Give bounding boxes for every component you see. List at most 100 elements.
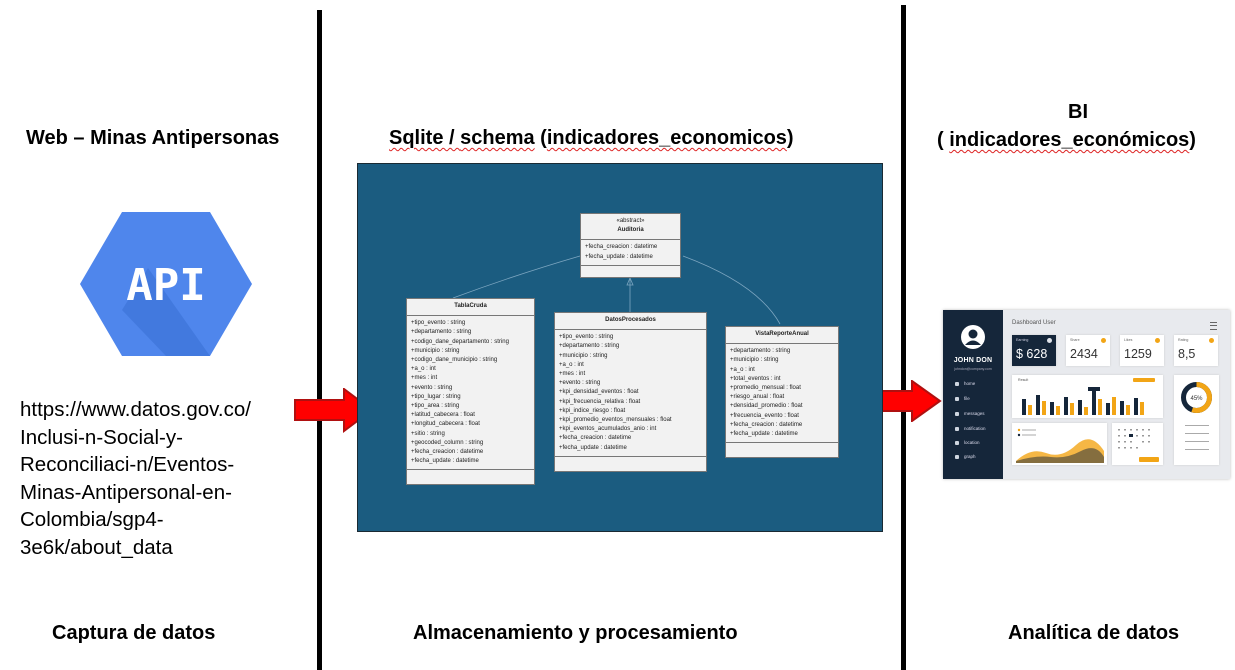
- uml-attribute: +tipo_evento : string: [411, 320, 466, 327]
- bi-dashboard-preview: JOHN DON johndon@company.com home file m…: [943, 310, 1230, 479]
- uml-attribute: +densidad_promedio : float: [730, 403, 803, 410]
- uml-attribute: +fecha_creacion : datetime: [559, 435, 632, 442]
- middle-column-footer: Almacenamiento y procesamiento: [413, 622, 738, 644]
- uml-class-header: «abstract» Auditoria: [581, 214, 680, 241]
- uml-attribute: +kpi_eventos_acumulados_anio : int: [559, 426, 657, 433]
- uml-attribute: +departamento : string: [559, 343, 620, 350]
- uml-attribute: +tipo_lugar : string: [411, 393, 461, 400]
- right-column-title-line1: BI: [1068, 101, 1088, 123]
- uml-operations: [726, 443, 838, 450]
- uml-attribute: +riesgo_anual : float: [730, 394, 785, 401]
- url-line: 3e6k/about_data: [20, 535, 173, 559]
- uml-attribute: +fecha_update : datetime: [585, 253, 653, 260]
- stat-card-value: 8,5: [1178, 347, 1196, 361]
- uml-attribute: +mes : int: [559, 371, 586, 378]
- stat-card-label: Rating: [1178, 338, 1189, 342]
- url-line: Colombia/sgp4-: [20, 508, 164, 531]
- stat-card-label: Likes: [1124, 338, 1133, 342]
- uml-attribute: +departamento : string: [411, 329, 472, 336]
- calendar-action-button[interactable]: [1139, 457, 1159, 462]
- url-line: Reconciliaci-n/Eventos-: [20, 453, 235, 476]
- pie-chart-icon: [955, 454, 959, 459]
- uml-attribute: +frecuencia_evento : float: [730, 412, 799, 419]
- uml-class-name: VistaReporteAnual: [755, 331, 809, 337]
- stat-card-rating: Rating 8,5: [1174, 335, 1218, 366]
- sidebar-item-location[interactable]: location: [955, 440, 980, 445]
- uml-schema-diagram: «abstract» Auditoria +fecha_creacion : d…: [357, 163, 883, 532]
- stat-card-value: 2434: [1070, 347, 1098, 361]
- left-column-footer: Captura de datos: [52, 622, 216, 644]
- uml-attribute: +municipio : string: [559, 352, 608, 359]
- sidebar-item-messages[interactable]: messages: [955, 411, 985, 416]
- home-icon: [955, 381, 959, 386]
- location-pin-icon: [955, 440, 959, 445]
- file-icon: [955, 396, 959, 401]
- source-url[interactable]: https://www.datos.gov.co/ Inclusi-n-Soci…: [20, 396, 300, 561]
- title-word-indicadores: indicadores_economicos: [546, 127, 787, 149]
- legend-line: [1185, 441, 1209, 442]
- sidebar-item-notification[interactable]: notification: [955, 426, 986, 431]
- divider-right: [901, 5, 906, 670]
- uml-attribute: +tipo_area : string: [411, 403, 460, 410]
- uml-attribute: +evento : string: [411, 384, 453, 391]
- uml-attribute: +fecha_update : datetime: [559, 444, 627, 451]
- uml-operations: [407, 470, 534, 477]
- uml-attribute: +fecha_update : datetime: [730, 431, 798, 438]
- panel-filter-button[interactable]: [1133, 378, 1155, 382]
- thumbs-up-icon: [1155, 338, 1160, 343]
- uml-attribute: +fecha_creacion : datetime: [411, 449, 484, 456]
- uml-attribute: +a_o : int: [559, 361, 584, 368]
- uml-attribute: +geocoded_column : string: [411, 439, 484, 446]
- divider-left: [317, 10, 322, 670]
- user-avatar-icon: [961, 325, 985, 349]
- donut-value: 45%: [1190, 396, 1203, 402]
- uml-attribute: +a_o : int: [730, 366, 755, 373]
- uml-attribute: +promedio_mensual : float: [730, 385, 801, 392]
- uml-stereotype: «abstract»: [616, 218, 645, 224]
- uml-attribute: +codigo_dane_municipio : string: [411, 357, 498, 364]
- stat-card-label: Earning: [1016, 338, 1029, 342]
- sidebar-item-label: notification: [964, 426, 986, 431]
- stat-card-label: Share: [1070, 338, 1080, 342]
- uml-class-tablacruda: TablaCruda +tipo_evento : string +depart…: [406, 298, 535, 485]
- uml-attribute: +fecha_creacion : datetime: [585, 244, 658, 251]
- uml-class-name: Auditoria: [617, 227, 644, 234]
- uml-attribute: +evento : string: [559, 380, 601, 387]
- url-line: Minas-Antipersonal-en-: [20, 480, 232, 504]
- uml-class-header: DatosProcesados: [555, 313, 706, 331]
- uml-attribute-list: +tipo_evento : string +departamento : st…: [555, 330, 706, 457]
- legend-line: [1185, 425, 1209, 426]
- uml-class-name: DatosProcesados: [605, 317, 656, 323]
- uml-attribute: +departamento : string: [730, 348, 791, 355]
- uml-operations: [555, 457, 706, 464]
- title-open-paren: (: [937, 129, 950, 151]
- uml-attribute: +kpi_promedio_eventos_mensuales : float: [559, 417, 672, 424]
- dollar-icon: [1047, 338, 1052, 343]
- sidebar-item-graph[interactable]: graph: [955, 454, 976, 459]
- result-bar-chart-panel: Result: [1012, 375, 1163, 418]
- title-close-paren: ): [1189, 129, 1196, 151]
- uml-attribute: +fecha_update : datetime: [411, 458, 479, 465]
- sidebar-item-file[interactable]: file: [955, 396, 970, 401]
- uml-attribute-list: +tipo_evento : string +departamento : st…: [407, 316, 534, 471]
- title-open-paren: (: [534, 127, 547, 149]
- sidebar-item-home[interactable]: home: [955, 381, 975, 386]
- legend-line: [1185, 433, 1209, 434]
- api-icon-label: API: [126, 260, 205, 311]
- uml-attribute: +municipio : string: [730, 357, 779, 364]
- uml-attribute: +latitud_cabecera : float: [411, 412, 475, 419]
- stat-card-value: $ 628: [1016, 347, 1048, 361]
- mail-icon: [955, 411, 959, 416]
- uml-class-datosprocesados: DatosProcesados +tipo_evento : string +d…: [554, 312, 707, 472]
- bell-icon: [955, 426, 959, 431]
- uml-attribute-list: +fecha_creacion : datetime +fecha_update…: [581, 240, 680, 266]
- donut-chart-panel: 45%: [1174, 375, 1219, 465]
- uml-attribute-list: +departamento : string +municipio : stri…: [726, 344, 838, 444]
- menu-icon[interactable]: [1210, 322, 1217, 330]
- area-chart: [1016, 428, 1104, 463]
- middle-column-title: Sqlite / schema (indicadores_economicos): [389, 127, 794, 150]
- dashboard-user-email: johndon@company.com: [954, 367, 992, 371]
- right-column-title-line2: ( indicadores_económicos): [937, 129, 1196, 152]
- url-line: https://www.datos.gov.co/: [20, 398, 251, 421]
- title-close-paren: ): [786, 127, 794, 149]
